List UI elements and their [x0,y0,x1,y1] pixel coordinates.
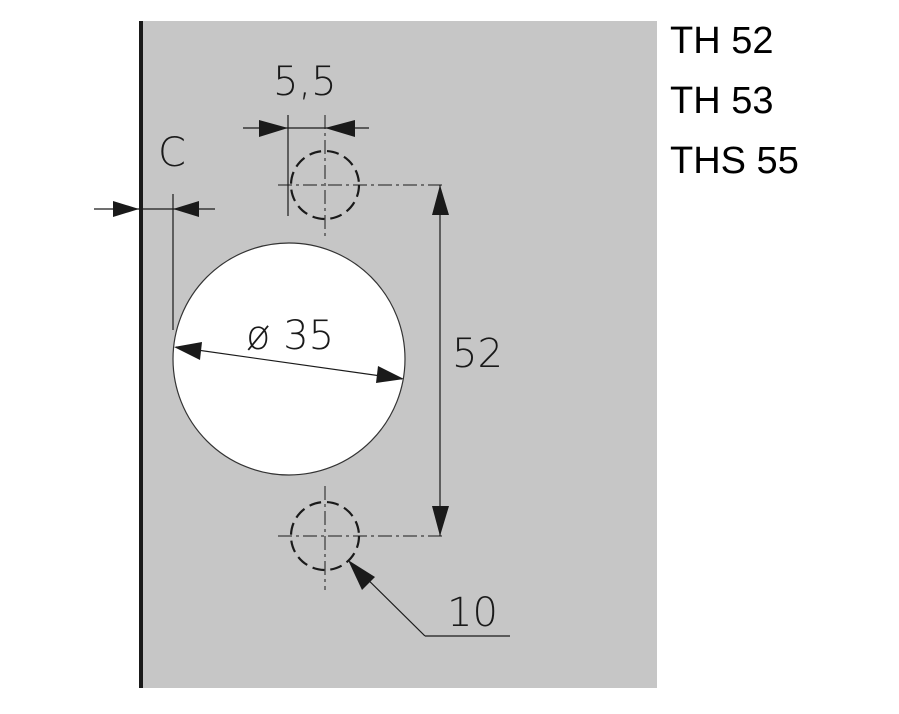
offset-dimension-label: 5,5 [273,59,337,105]
model-label: THS 55 [670,140,799,182]
edge-distance-dimension [94,194,215,330]
screw-diameter-label: 10 [447,590,498,636]
edge-distance-label: C [158,130,186,176]
screw-diameter-leader [348,560,510,637]
top-screw-hole [278,115,445,240]
cup-hole [172,242,406,476]
hole-offset-dimension [243,115,369,216]
model-label: TH 52 [670,20,774,62]
vertical-spacing-dimension [432,185,449,536]
diameter-dimension-line [174,342,404,383]
bottom-screw-hole [278,486,445,590]
model-label: TH 53 [670,80,774,122]
vertical-spacing-label: 52 [452,331,503,377]
door-edge [139,21,143,688]
cup-diameter-label: ø 35 [246,313,335,359]
